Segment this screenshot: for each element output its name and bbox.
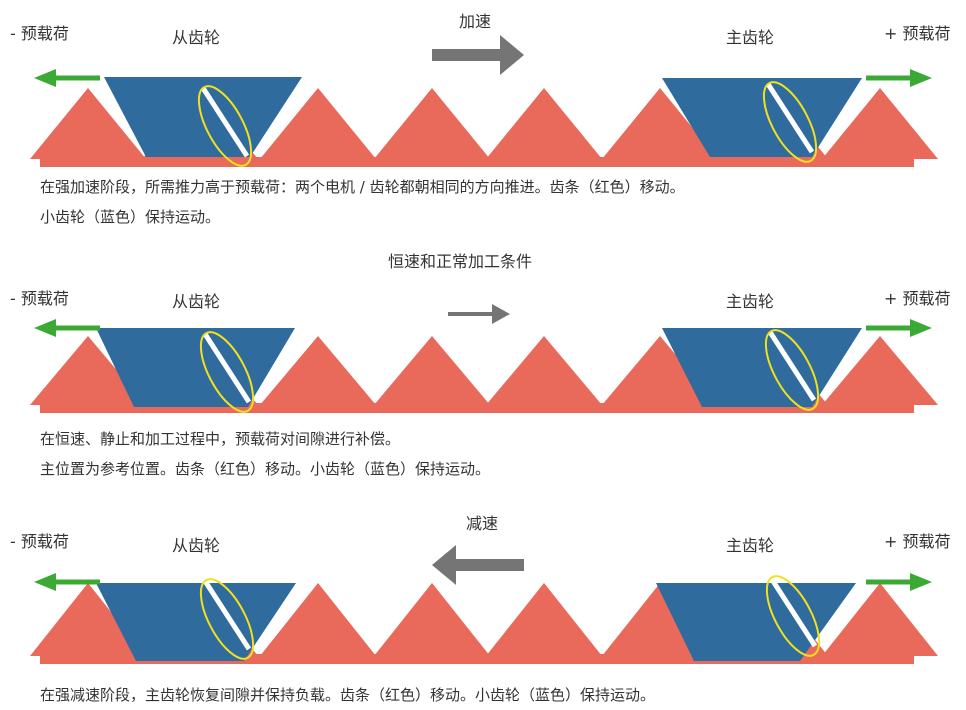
plus-preload-label: + 预载荷	[884, 532, 951, 551]
rack-tooth	[30, 336, 146, 405]
gray-direction-arrow-icon	[432, 545, 456, 585]
caption-line-1: 在恒速、静止和加工过程中，预载荷对间隙进行补偿。	[40, 430, 401, 448]
slave-pinion-tooth	[104, 77, 302, 157]
slave-gear-label: 从齿轮	[172, 536, 221, 555]
yellow-ellipse-icon	[199, 331, 255, 413]
backlash-gap-line	[765, 82, 815, 154]
gray-direction-arrow-icon	[448, 312, 494, 316]
rack-tooth	[822, 88, 938, 159]
gray-direction-arrow-icon	[492, 304, 510, 324]
rack-tooth	[374, 336, 490, 405]
caption-line-1: 在强减速阶段，主齿轮恢复间隙并保持负载。齿条（红色）移动。小齿轮（蓝色）保持运动…	[40, 686, 656, 704]
master-pinion-tooth	[662, 78, 862, 157]
yellow-ellipse-icon	[197, 85, 253, 167]
rack-tooth	[486, 583, 602, 656]
gray-direction-arrow-icon	[452, 559, 524, 571]
yellow-ellipse-icon	[765, 575, 821, 657]
green-arrow-left-icon	[34, 69, 56, 87]
slave-pinion-tooth	[96, 328, 295, 407]
green-arrow-right-icon	[910, 69, 932, 87]
panel-acceleration: 加速 - 预载荷 从齿轮 主齿轮 + 预载荷 在强加速阶段，所需推力高于预载荷：…	[0, 0, 966, 240]
yellow-ellipse-icon	[762, 81, 818, 163]
rack-tooth	[260, 336, 376, 405]
backlash-gap-line	[202, 579, 252, 651]
rack-base	[40, 403, 914, 413]
panel-constant-speed: 恒速和正常加工条件 - 预载荷 从齿轮 主齿轮 + 预载荷 在恒速、静止和加工过…	[0, 240, 966, 480]
rack-tooth	[822, 583, 938, 656]
backlash-gap-line	[768, 576, 818, 648]
plus-preload-label: + 预载荷	[884, 24, 951, 43]
rack-tooth	[30, 88, 146, 159]
green-arrow-right-icon	[910, 573, 932, 591]
rack-tooth	[374, 88, 490, 159]
rack-tooth	[602, 336, 718, 405]
minus-preload-label: - 预载荷	[10, 24, 69, 43]
green-arrow-left-icon	[34, 319, 56, 337]
slave-gear-label: 从齿轮	[172, 292, 221, 311]
master-gear-label: 主齿轮	[726, 292, 775, 311]
minus-preload-label: - 预载荷	[10, 289, 69, 308]
slave-gear-label: 从齿轮	[172, 28, 221, 47]
rack-tooth	[602, 88, 718, 159]
master-gear-label: 主齿轮	[726, 28, 775, 47]
panel-deceleration: 减速 - 预载荷 从齿轮 主齿轮 + 预载荷 在强减速阶段，主齿轮恢复间隙并保持…	[0, 480, 966, 704]
rack-tooth	[30, 583, 146, 656]
master-pinion-tooth	[662, 328, 862, 407]
rack-tooth	[374, 583, 490, 656]
caption-line-2: 小齿轮（蓝色）保持运动。	[40, 208, 221, 226]
backlash-gap-line	[202, 332, 252, 404]
panel-title: 加速	[459, 12, 492, 31]
minus-preload-label: - 预载荷	[10, 532, 69, 551]
backlash-gap-line	[767, 330, 817, 402]
rack-tooth	[486, 336, 602, 405]
rack-tooth	[486, 88, 602, 159]
rack-tooth	[260, 583, 376, 656]
rack-base	[40, 157, 914, 167]
rack-tooth	[260, 88, 376, 159]
caption-line-1: 在强加速阶段，所需推力高于预载荷：两个电机 / 齿轮都朝相同的方向推进。齿条（红…	[40, 178, 685, 196]
caption-line-2: 主位置为参考位置。齿条（红色）移动。小齿轮（蓝色）保持运动。	[40, 460, 491, 478]
panel-title: 减速	[466, 514, 499, 533]
backlash-gap-line	[200, 86, 250, 158]
gray-direction-arrow-icon	[500, 35, 524, 75]
rack-tooth	[822, 336, 938, 405]
green-arrow-right-icon	[910, 319, 932, 337]
yellow-ellipse-icon	[199, 578, 255, 660]
yellow-ellipse-icon	[764, 329, 820, 411]
panel-title: 恒速和正常加工条件	[388, 252, 533, 271]
green-arrow-left-icon	[34, 573, 56, 591]
master-gear-label: 主齿轮	[726, 536, 775, 555]
gray-direction-arrow-icon	[432, 49, 504, 61]
plus-preload-label: + 预载荷	[884, 289, 951, 308]
